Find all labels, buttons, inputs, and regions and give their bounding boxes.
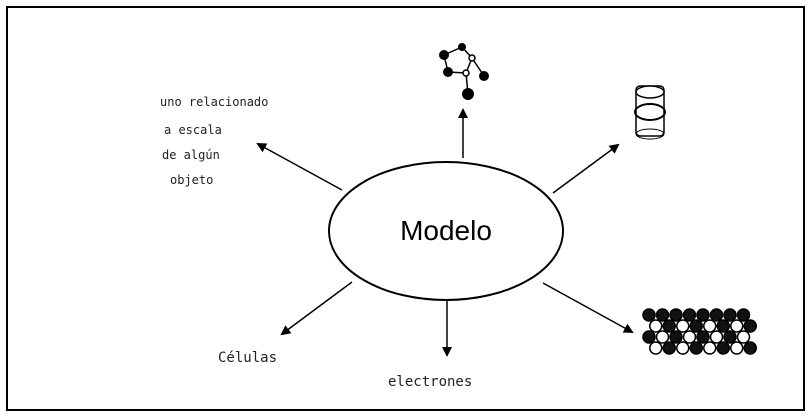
center-ellipse <box>328 161 564 301</box>
lattice-atom <box>736 308 751 322</box>
lattice-atom <box>662 341 676 355</box>
lattice-atom <box>743 341 757 355</box>
lattice-atom <box>669 330 683 344</box>
lattice-atom <box>689 319 703 333</box>
lattice-atom <box>703 341 717 355</box>
lattice-atom <box>696 330 710 344</box>
atom-lattice-icon <box>642 308 757 355</box>
cells-label: Células <box>218 350 277 366</box>
lattice-atom <box>642 308 656 322</box>
lattice-atom <box>723 308 737 322</box>
lattice-atom <box>696 308 710 322</box>
lattice-atom <box>736 330 751 344</box>
arrow-to-cells <box>280 281 353 336</box>
molecule-icon <box>439 43 489 100</box>
lattice-atom <box>655 330 670 344</box>
lattice-atom <box>730 341 744 355</box>
lattice-atom <box>649 341 663 355</box>
lattice-atom <box>655 308 670 322</box>
arrow-to-text <box>256 143 343 191</box>
lattice-atom <box>676 319 690 333</box>
definition-line-4: objeto <box>170 173 213 187</box>
lattice-atom <box>723 330 737 344</box>
definition-line-1: uno relacionado <box>160 95 268 109</box>
lattice-atom <box>642 330 656 344</box>
arrow-to-cylinder <box>552 143 620 194</box>
lattice-atom <box>669 308 683 322</box>
electrons-label: electrones <box>388 374 472 390</box>
lattice-atom <box>682 308 697 322</box>
lattice-atom <box>709 330 724 344</box>
lattice-atom <box>703 319 717 333</box>
lattice-atom <box>716 341 730 355</box>
center-label: Modelo <box>400 215 492 246</box>
lattice-atom <box>649 319 663 333</box>
arrow-to-lattice <box>542 282 634 333</box>
definition-line-2: a escala <box>164 123 222 137</box>
lattice-atom <box>730 319 744 333</box>
lattice-atom <box>682 330 697 344</box>
handwritten-definition: uno relacionado a escala de algún objeto <box>160 95 268 187</box>
lattice-atom <box>716 319 730 333</box>
cylinder-icon <box>634 85 666 140</box>
lattice-atom <box>709 308 724 322</box>
lattice-atom <box>743 319 757 333</box>
lattice-atom <box>689 341 703 355</box>
definition-line-3: de algún <box>162 148 220 162</box>
lattice-atom <box>676 341 690 355</box>
lattice-atom <box>662 319 676 333</box>
